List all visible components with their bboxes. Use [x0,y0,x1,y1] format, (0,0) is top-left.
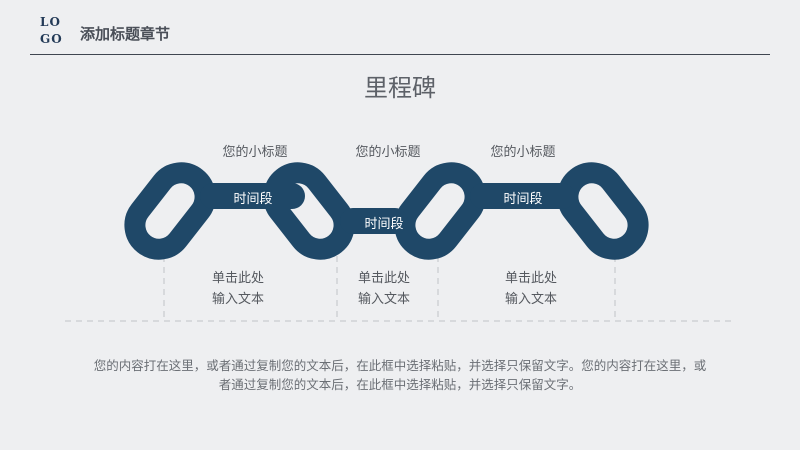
logo-line-1: LO [40,15,61,29]
chain-link [263,162,355,260]
placeholder-line-1: 单击此处 [504,271,557,286]
time-segment-label[interactable]: 时间段 [503,192,543,207]
body-text-line-1: 您的内容打在这里，或者通过复制您的文本后，在此框中选择粘贴，并选择只保留文字。您… [93,358,707,373]
placeholder-line-2: 输入文本 [211,292,264,307]
milestone-subtitle[interactable]: 您的小标题 [355,145,421,160]
placeholder-line-1: 单击此处 [211,271,264,286]
placeholder-line-1: 单击此处 [357,271,410,286]
placeholder-text[interactable]: 单击此处 输入文本 [324,268,444,310]
time-segment-bar [200,183,305,209]
placeholder-text[interactable]: 单击此处 输入文本 [471,268,591,310]
milestone-subtitle[interactable]: 您的小标题 [490,145,556,160]
chain-link [124,162,216,260]
section-title[interactable]: 添加标题章节 [80,25,171,43]
logo-line-2: GO [40,32,63,46]
body-text-line-2: 者通过复制您的文本后，在此框中选择粘贴，并选择只保留文字。 [218,377,582,392]
time-segment-label[interactable]: 时间段 [364,217,404,232]
page-title[interactable]: 里程碑 [364,74,436,102]
placeholder-line-2: 输入文本 [357,292,410,307]
logo: LO GO [40,14,68,48]
chain-link [557,162,649,260]
milestone-subtitle[interactable]: 您的小标题 [222,145,288,160]
body-text[interactable]: 您的内容打在这里，或者通过复制您的文本后，在此框中选择粘贴，并选择只保留文字。您… [60,356,740,394]
time-segment-bar [470,183,575,209]
placeholder-line-2: 输入文本 [504,292,557,307]
placeholder-text[interactable]: 单击此处 输入文本 [178,268,298,310]
header-divider [30,54,770,55]
chain-link [394,162,486,260]
time-segment-bar [340,208,408,234]
time-segment-label[interactable]: 时间段 [233,192,273,207]
